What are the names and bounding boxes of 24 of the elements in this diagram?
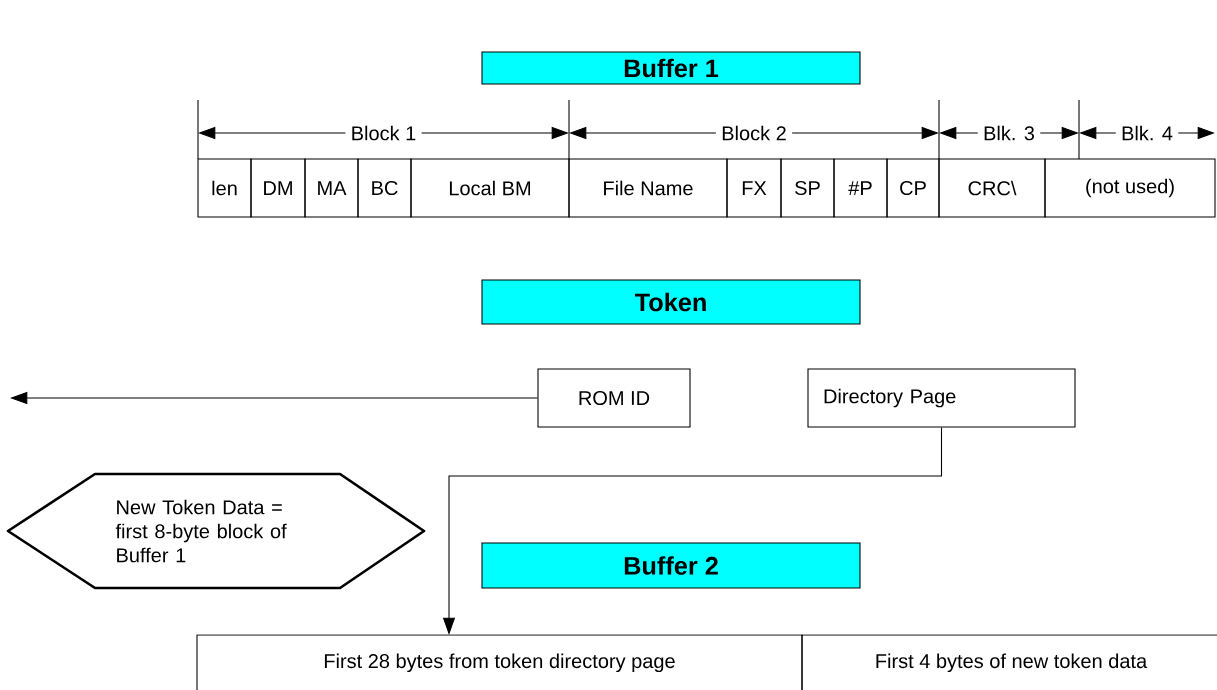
dimension-label: Blk. 4 <box>1115 120 1179 146</box>
field-box: Directory Page <box>807 368 1076 428</box>
buffer-title-box: Buffer 1 <box>481 51 861 85</box>
table-cell: Local BM <box>410 158 570 218</box>
table-cell: SP <box>780 158 835 218</box>
table-cell: FX <box>726 158 782 218</box>
table-cell: BC <box>357 158 412 218</box>
buffer-title-box: Buffer 2 <box>481 542 861 589</box>
table-cell: (not used) <box>1044 158 1216 218</box>
field-box: ROM ID <box>537 368 691 428</box>
table-cell: CRC\ <box>938 158 1046 218</box>
table-cell: CP <box>886 158 940 218</box>
table-cell: MA <box>304 158 359 218</box>
table-cell: File Name <box>568 158 728 218</box>
table-cell: First 28 bytes from token directory page <box>196 634 803 690</box>
dimension-label: Block 1 <box>345 120 422 146</box>
table-cell: #P <box>833 158 888 218</box>
dimension-label: Blk. 3 <box>977 120 1041 146</box>
table-cell: First 4 bytes of new token data <box>801 634 1217 690</box>
table-cell: DM <box>250 158 306 218</box>
hexagon: New Token Data = first 8-byte block of Buffer 1 <box>6 472 426 590</box>
table-cell: len <box>197 158 252 218</box>
dimension-label: Block 2 <box>715 120 793 146</box>
buffer-title-box: Token <box>481 279 861 325</box>
